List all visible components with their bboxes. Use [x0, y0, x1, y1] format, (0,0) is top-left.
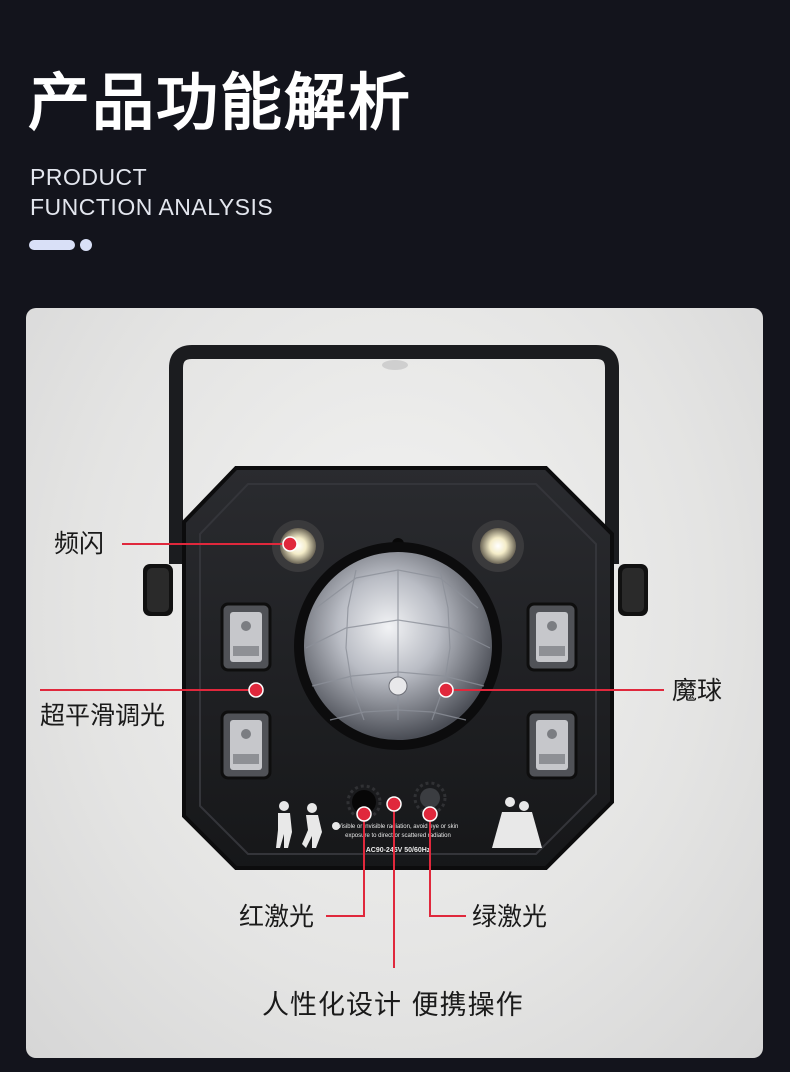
strobe-label: 频闪	[54, 529, 105, 558]
ball-callout-dot	[438, 682, 454, 698]
callout-lines	[40, 536, 664, 968]
product-image: Visible or invisible radiation, avoid ey…	[143, 345, 648, 870]
warning-text-2: exposure to direct or scattered radiatio…	[345, 833, 451, 839]
lamp-top-right	[526, 602, 578, 672]
bottom-caption: 人性化设计 便携操作	[262, 990, 524, 1021]
title-decoration-bar	[29, 240, 75, 250]
mounting-bracket	[169, 345, 619, 564]
strobe-callout-dot	[282, 536, 298, 552]
title-decoration-dot	[80, 239, 92, 251]
right-knob	[618, 564, 648, 616]
dancers-graphic-left	[276, 801, 340, 848]
dancers-graphic-right	[492, 797, 542, 848]
page-title: 产品功能解析	[28, 66, 413, 139]
red-laser-callout-line	[326, 814, 365, 917]
strobe-led-left	[272, 520, 324, 572]
lamp-bottom-left	[220, 710, 272, 780]
page-subtitle-line2: FUNCTION ANALYSIS	[30, 194, 274, 220]
red-laser-callout-dot	[356, 806, 372, 822]
green-laser-label: 绿激光	[472, 902, 548, 931]
green-laser-callout-dot	[422, 806, 438, 822]
green-laser-window	[413, 781, 447, 815]
bracket-hole	[382, 360, 408, 370]
strobe-led-right	[472, 520, 524, 572]
left-knob	[143, 564, 173, 616]
red-laser-label: 红激光	[239, 902, 315, 931]
magic-ball-label: 魔球	[672, 676, 723, 705]
smooth-callout-dot	[248, 682, 264, 698]
warning-text-1: Visible or invisible radiation, avoid ey…	[338, 824, 459, 830]
bottom-callout-dot	[386, 796, 402, 812]
green-laser-callout-line	[429, 814, 466, 917]
voltage-text: AC90-245V 50/60Hz	[366, 847, 431, 854]
product-panel: Visible or invisible radiation, avoid ey…	[26, 308, 763, 1058]
lamp-bottom-right	[526, 710, 578, 780]
lamp-top-left	[220, 602, 272, 672]
smooth-dimming-label: 超平滑调光	[40, 701, 166, 730]
page-subtitle-line1: PRODUCT	[30, 164, 148, 190]
